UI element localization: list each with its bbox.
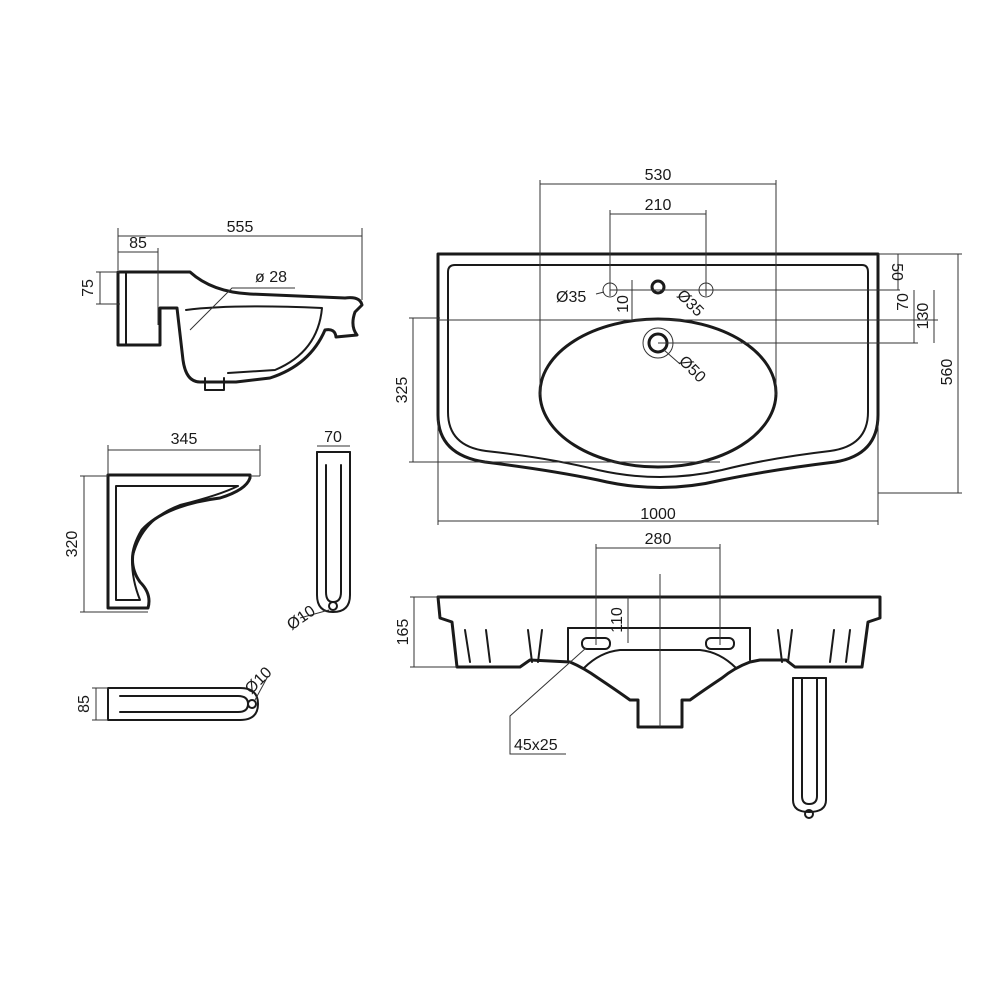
top-offset-50-label: 50 — [888, 263, 905, 281]
rail-side-dia-label: Ø10 — [284, 603, 319, 634]
side-width-label: 555 — [227, 219, 254, 236]
side-depth-label: 85 — [129, 235, 147, 252]
rail-bottom-view: 85 Ø10 — [76, 664, 276, 721]
rail-side-outer — [316, 451, 351, 613]
bracket-view: 345 320 — [64, 431, 261, 613]
top-basin-width-label: 530 — [645, 167, 672, 184]
rail-front-inner — [801, 677, 818, 805]
bracket-width-label: 345 — [171, 431, 198, 448]
rail-bottom-inner — [119, 695, 249, 713]
rail-bottom-hole — [247, 699, 257, 709]
rail-side-hole — [328, 601, 338, 611]
rail-side-inner — [325, 464, 342, 603]
front-spacing-label: 280 — [645, 531, 672, 548]
top-plan-view: 530 210 Ø35 Ø35 10 Ø50 50 70 130 560 — [394, 167, 962, 525]
side-height-label: 75 — [80, 279, 97, 297]
side-drain-outlet — [204, 377, 225, 391]
front-legs — [464, 629, 851, 663]
bracket-inner — [115, 485, 239, 601]
side-section-view: 555 85 75 ø 28 — [80, 219, 364, 391]
rail-bottom-dia-label: Ø10 — [242, 664, 275, 697]
top-rim — [447, 264, 869, 478]
front-view: 280 110 165 45x25 — [395, 531, 882, 755]
rail-bottom-height-label: 85 — [76, 695, 93, 713]
top-basin — [538, 317, 778, 469]
front-height-label: 165 — [395, 619, 412, 646]
rail-front-view — [792, 677, 827, 819]
top-total-width-label: 1000 — [640, 506, 676, 523]
top-hole-left-label: Ø35 — [556, 289, 586, 306]
top-tap-spacing-label: 210 — [645, 197, 672, 214]
top-total-depth-label: 560 — [939, 359, 956, 386]
side-section-inner — [185, 305, 323, 374]
top-hole-right-label: Ø35 — [673, 287, 706, 320]
top-drain-label: Ø50 — [675, 353, 708, 386]
side-section-outline — [116, 270, 364, 384]
bracket-height-label: 320 — [64, 531, 81, 558]
top-offset-130-label: 130 — [915, 303, 932, 330]
top-offset-70-label: 70 — [895, 293, 912, 311]
rail-side-view: 70 Ø10 — [284, 429, 351, 634]
top-tap-hole — [650, 279, 666, 295]
front-offset-label: 110 — [609, 607, 626, 633]
rail-front-outer — [792, 677, 827, 813]
side-drain-label: ø 28 — [255, 269, 287, 286]
top-basin-depth-label: 325 — [394, 377, 411, 404]
front-outline — [436, 595, 882, 729]
rail-front-hole — [804, 809, 814, 819]
top-offset-10-label: 10 — [615, 295, 632, 313]
bracket-outline — [106, 473, 252, 610]
rail-side-width-label: 70 — [324, 429, 342, 446]
rail-bottom-outer — [107, 687, 259, 721]
front-slot-label: 45x25 — [514, 737, 558, 754]
